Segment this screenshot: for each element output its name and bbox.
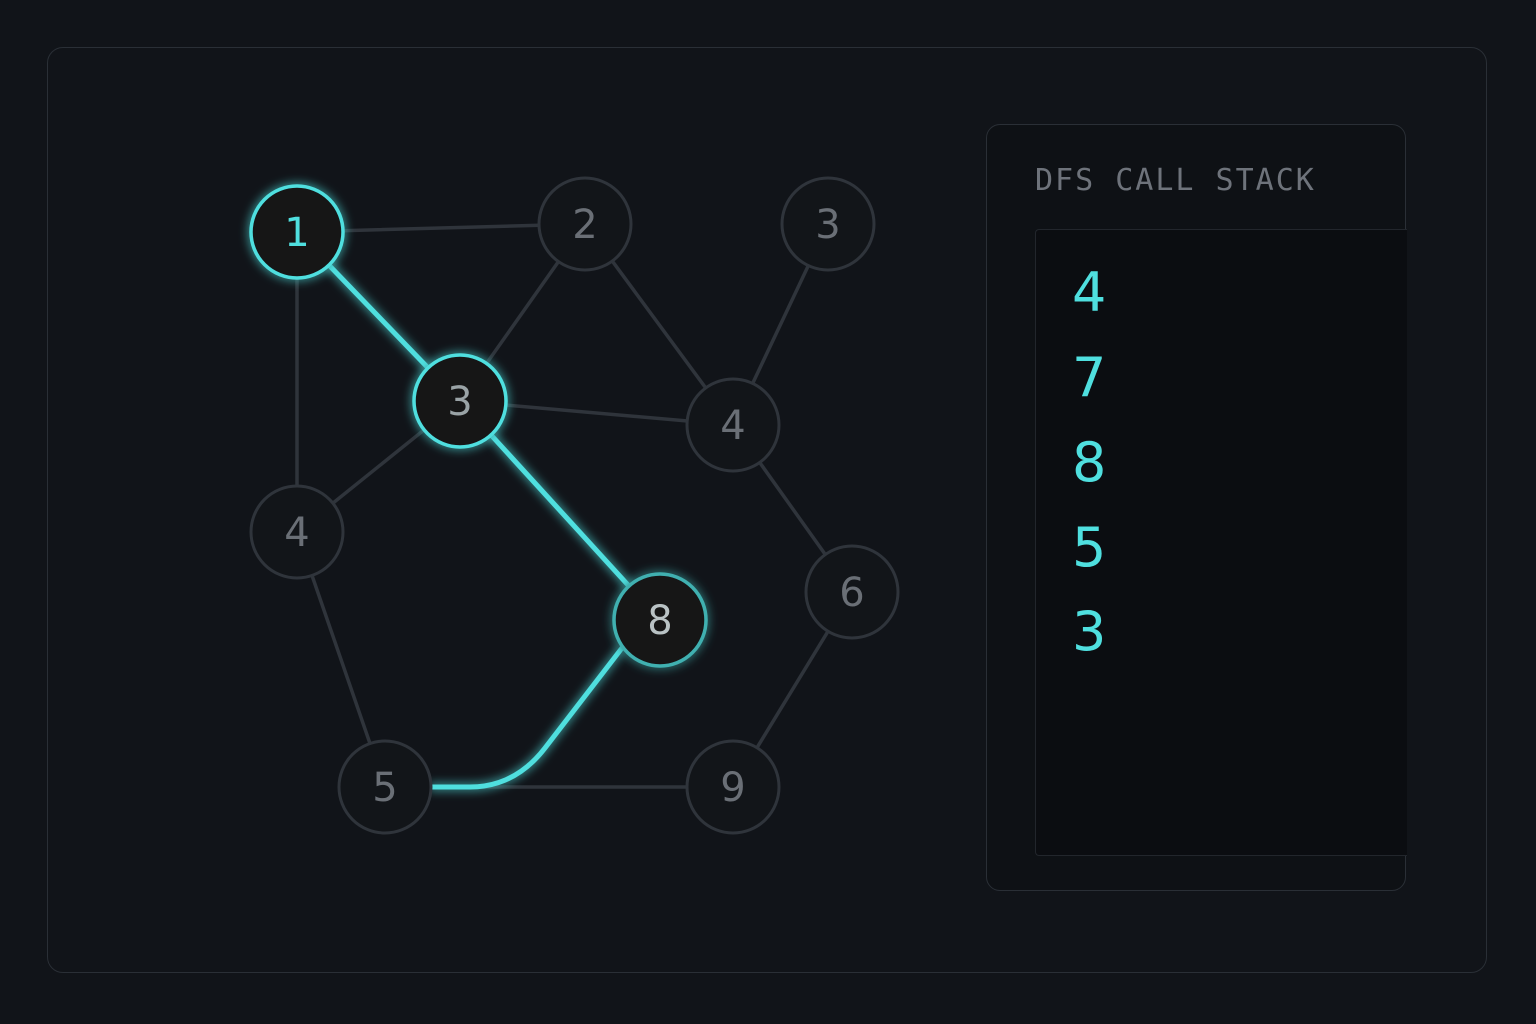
node-circle (612, 572, 708, 668)
node-circle (780, 176, 876, 272)
stack-list: 4 7 8 5 3 (1035, 229, 1407, 856)
graph-node-n2[interactable]: 2 (537, 176, 633, 272)
node-circle (685, 377, 781, 473)
graph-node-n1[interactable]: 1 (249, 184, 345, 280)
nodes-layer: 1 2 3 3 4 4 6 8 5 9 (249, 176, 900, 835)
highlighted-edge (457, 398, 663, 623)
stack-item: 7 (1072, 346, 1107, 409)
node-label: 3 (815, 202, 840, 248)
graph-node-n3[interactable]: 3 (412, 353, 508, 449)
node-circle (337, 739, 433, 835)
node-circle (412, 353, 508, 449)
node-circle (685, 739, 781, 835)
node-label: 2 (572, 202, 597, 248)
graph-edge (295, 222, 587, 234)
node-label: 9 (720, 765, 745, 811)
stack-item: 8 (1072, 431, 1107, 494)
node-label: 3 (447, 379, 472, 425)
stack-item: 4 (1072, 261, 1107, 324)
graph-node-n4right[interactable]: 4 (685, 377, 781, 473)
node-circle (249, 484, 345, 580)
node-circle (804, 544, 900, 640)
highlighted-edge (428, 645, 625, 790)
node-label: 6 (839, 570, 864, 616)
stack-title: DFS CALL STACK (1035, 163, 1316, 198)
node-label: 4 (720, 403, 745, 449)
node-label: 8 (647, 598, 672, 644)
graph-node-n6[interactable]: 6 (804, 544, 900, 640)
graph-node-n9[interactable]: 9 (685, 739, 781, 835)
edges-layer (294, 222, 854, 790)
graph-node-n3top[interactable]: 3 (780, 176, 876, 272)
node-circle (537, 176, 633, 272)
graph-node-n5[interactable]: 5 (337, 739, 433, 835)
node-circle (249, 184, 345, 280)
stack-item: 5 (1072, 516, 1107, 579)
node-label: 4 (284, 510, 309, 556)
stack-item: 3 (1072, 600, 1107, 663)
graph-node-n8[interactable]: 8 (612, 572, 708, 668)
graph-node-n4left[interactable]: 4 (249, 484, 345, 580)
node-label: 5 (372, 765, 397, 811)
node-label: 1 (284, 210, 309, 256)
dfs-call-stack-panel: DFS CALL STACK 4 7 8 5 3 (986, 124, 1407, 891)
